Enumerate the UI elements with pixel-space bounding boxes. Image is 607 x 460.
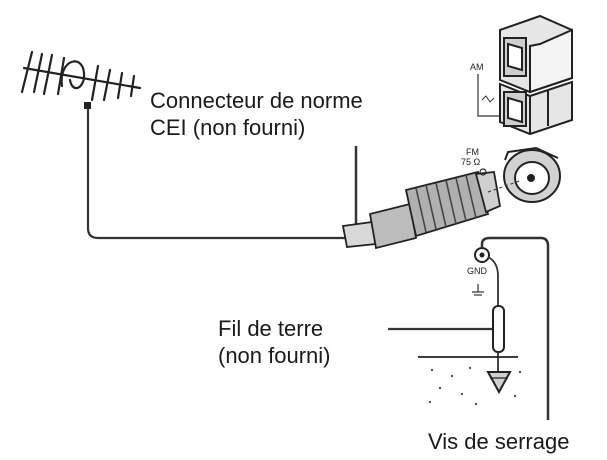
ground-wire-label-line1: Fil de terre <box>218 316 324 341</box>
gnd-terminal-center <box>479 252 485 258</box>
am-wave-icon <box>481 95 495 103</box>
antenna-feed-point <box>84 102 91 109</box>
fm-terminal-dot <box>479 168 487 176</box>
ground-wire-label-line2: (non fourni) <box>218 343 331 368</box>
connector-label-line2: CEI (non fourni) <box>150 115 306 140</box>
insertion-guide <box>487 179 523 193</box>
fm-socket <box>503 146 561 203</box>
fm-antenna-icon <box>20 50 142 102</box>
soil-dots <box>428 366 522 406</box>
clamp-screw-leader-line <box>480 236 550 420</box>
clamp-screw-label: Vis de serrage <box>428 429 570 454</box>
ground-stake-icon <box>486 371 512 395</box>
am-lead-wire <box>477 74 500 117</box>
ground-wire <box>487 256 499 372</box>
connector-label-line1: Connecteur de norme <box>150 88 363 113</box>
am-terminal-label: AM <box>470 62 484 72</box>
antenna-cable <box>86 108 345 240</box>
fm-terminal-label-line2: 75 Ω <box>461 157 481 167</box>
ground-wire-clamp <box>492 305 505 353</box>
fm-terminal-label-line1: FM <box>466 147 479 157</box>
gnd-terminal-label: GND <box>467 266 487 276</box>
am-loop-antenna-icon <box>499 14 573 136</box>
iec-connector-plug <box>341 170 502 250</box>
ground-symbol-icon <box>472 284 484 296</box>
